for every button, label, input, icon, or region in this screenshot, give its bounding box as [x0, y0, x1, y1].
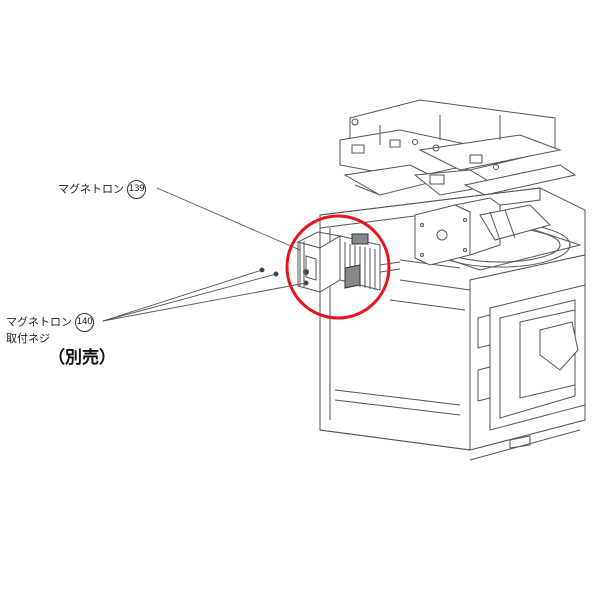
magnetron-highlight-circle [285, 214, 391, 320]
part-name-line1: マグネトロン [6, 315, 72, 329]
magnetron [296, 231, 401, 293]
part-number-callout: 139 [127, 180, 146, 199]
leader-lines [102, 187, 307, 322]
part-name: マグネトロン [58, 182, 124, 196]
sold-separately-note: （別売） [48, 348, 116, 368]
waveguide [414, 197, 551, 266]
part-name-line2: 取付ネジ [6, 332, 50, 345]
top-bracket-assembly [339, 99, 577, 210]
part-number-callout: 140 [75, 313, 94, 332]
front-panel [469, 284, 586, 461]
